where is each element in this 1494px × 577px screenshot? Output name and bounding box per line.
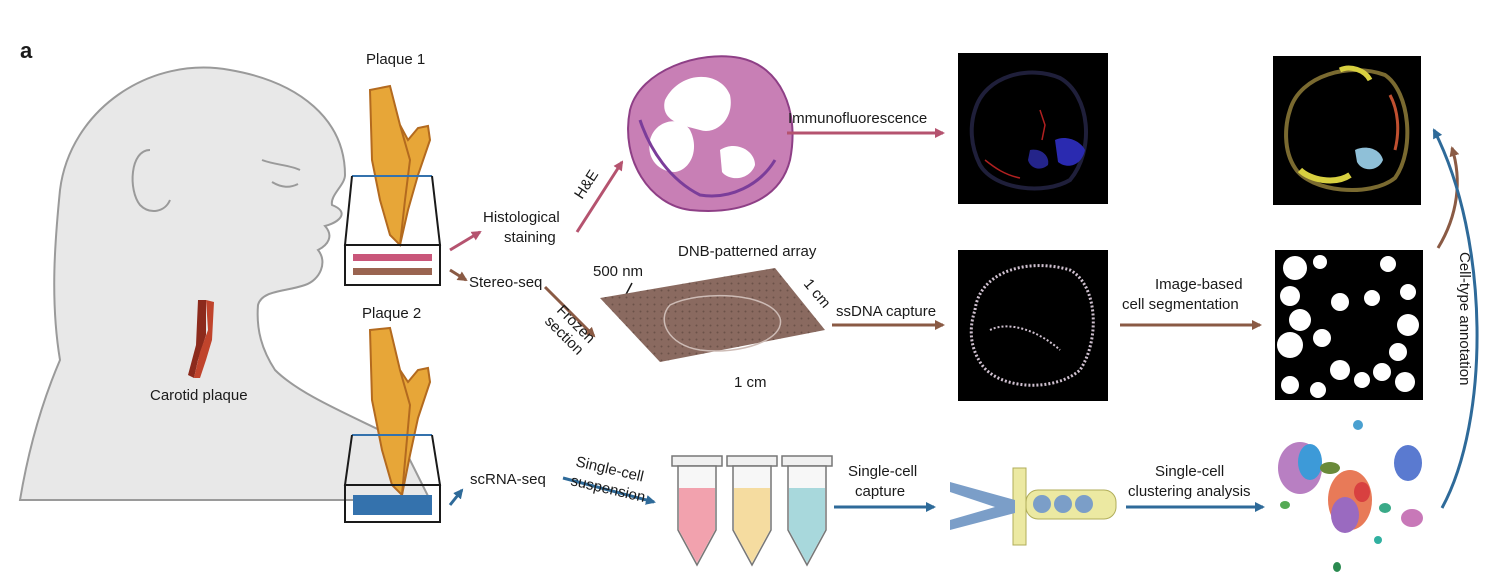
plaque1-label: Plaque 1 <box>366 51 425 68</box>
umap-clusters <box>1278 420 1423 572</box>
sc-capture-label-1: Single-cell <box>848 463 917 480</box>
tube-pink <box>671 455 723 567</box>
plaque2-label: Plaque 2 <box>362 305 421 322</box>
arrow-he <box>575 160 624 233</box>
arrow-to-stereoseq <box>449 268 468 282</box>
arrow-frozen-section <box>543 285 596 338</box>
ssdna-image <box>958 250 1108 401</box>
scrnaseq-label: scRNA-seq <box>470 471 546 488</box>
histological-label-2: staining <box>504 229 556 246</box>
arrow-to-scrnaseq <box>448 488 464 506</box>
img-seg-label-1: Image-based <box>1155 276 1243 293</box>
sc-capture-label-2: capture <box>855 483 905 500</box>
he-tissue-section <box>627 55 794 212</box>
he-label: H&E <box>571 167 602 202</box>
celltype-label: Cell-type annotation <box>1456 252 1473 385</box>
arrow-to-histology <box>449 230 482 252</box>
tube-blue <box>781 455 833 567</box>
tube-yellow <box>726 455 778 567</box>
microfluidic-chip <box>950 467 1117 546</box>
ssdna-label: ssDNA capture <box>836 303 936 320</box>
sc-cluster-label-2: clustering analysis <box>1128 483 1251 500</box>
carotid-plaque-label: Carotid plaque <box>150 387 248 404</box>
img-seg-label-2: cell segmentation <box>1122 296 1239 313</box>
plaque1-illustration <box>368 84 432 247</box>
immunofluorescence-label: Immunofluorescence <box>788 110 927 127</box>
arrow-single-cell-suspension <box>562 476 656 505</box>
arrow-to-annotated-image <box>1436 146 1460 249</box>
1cm-bottom-label: 1 cm <box>734 374 767 391</box>
human-head-illustration <box>18 66 432 501</box>
plaque2-slide-holder <box>343 434 442 523</box>
500nm-label: 500 nm <box>593 263 643 280</box>
panel-label: a <box>20 38 33 63</box>
dnb-patterned-array <box>600 268 825 362</box>
plaque2-illustration <box>368 326 432 498</box>
histological-label-1: Histological <box>483 209 560 226</box>
dnb-array-label: DNB-patterned array <box>678 243 817 260</box>
annotated-tissue-image <box>1273 56 1421 205</box>
plaque1-slide-holder <box>343 175 442 286</box>
stereoseq-label: Stereo-seq <box>469 274 542 291</box>
carotid-plaque-illustration <box>188 300 214 378</box>
segmentation-image <box>1275 250 1423 400</box>
immunofluorescence-image <box>958 53 1108 204</box>
arrow-cell-type-annotation <box>1432 128 1479 509</box>
sc-cluster-label-1: Single-cell <box>1155 463 1224 480</box>
